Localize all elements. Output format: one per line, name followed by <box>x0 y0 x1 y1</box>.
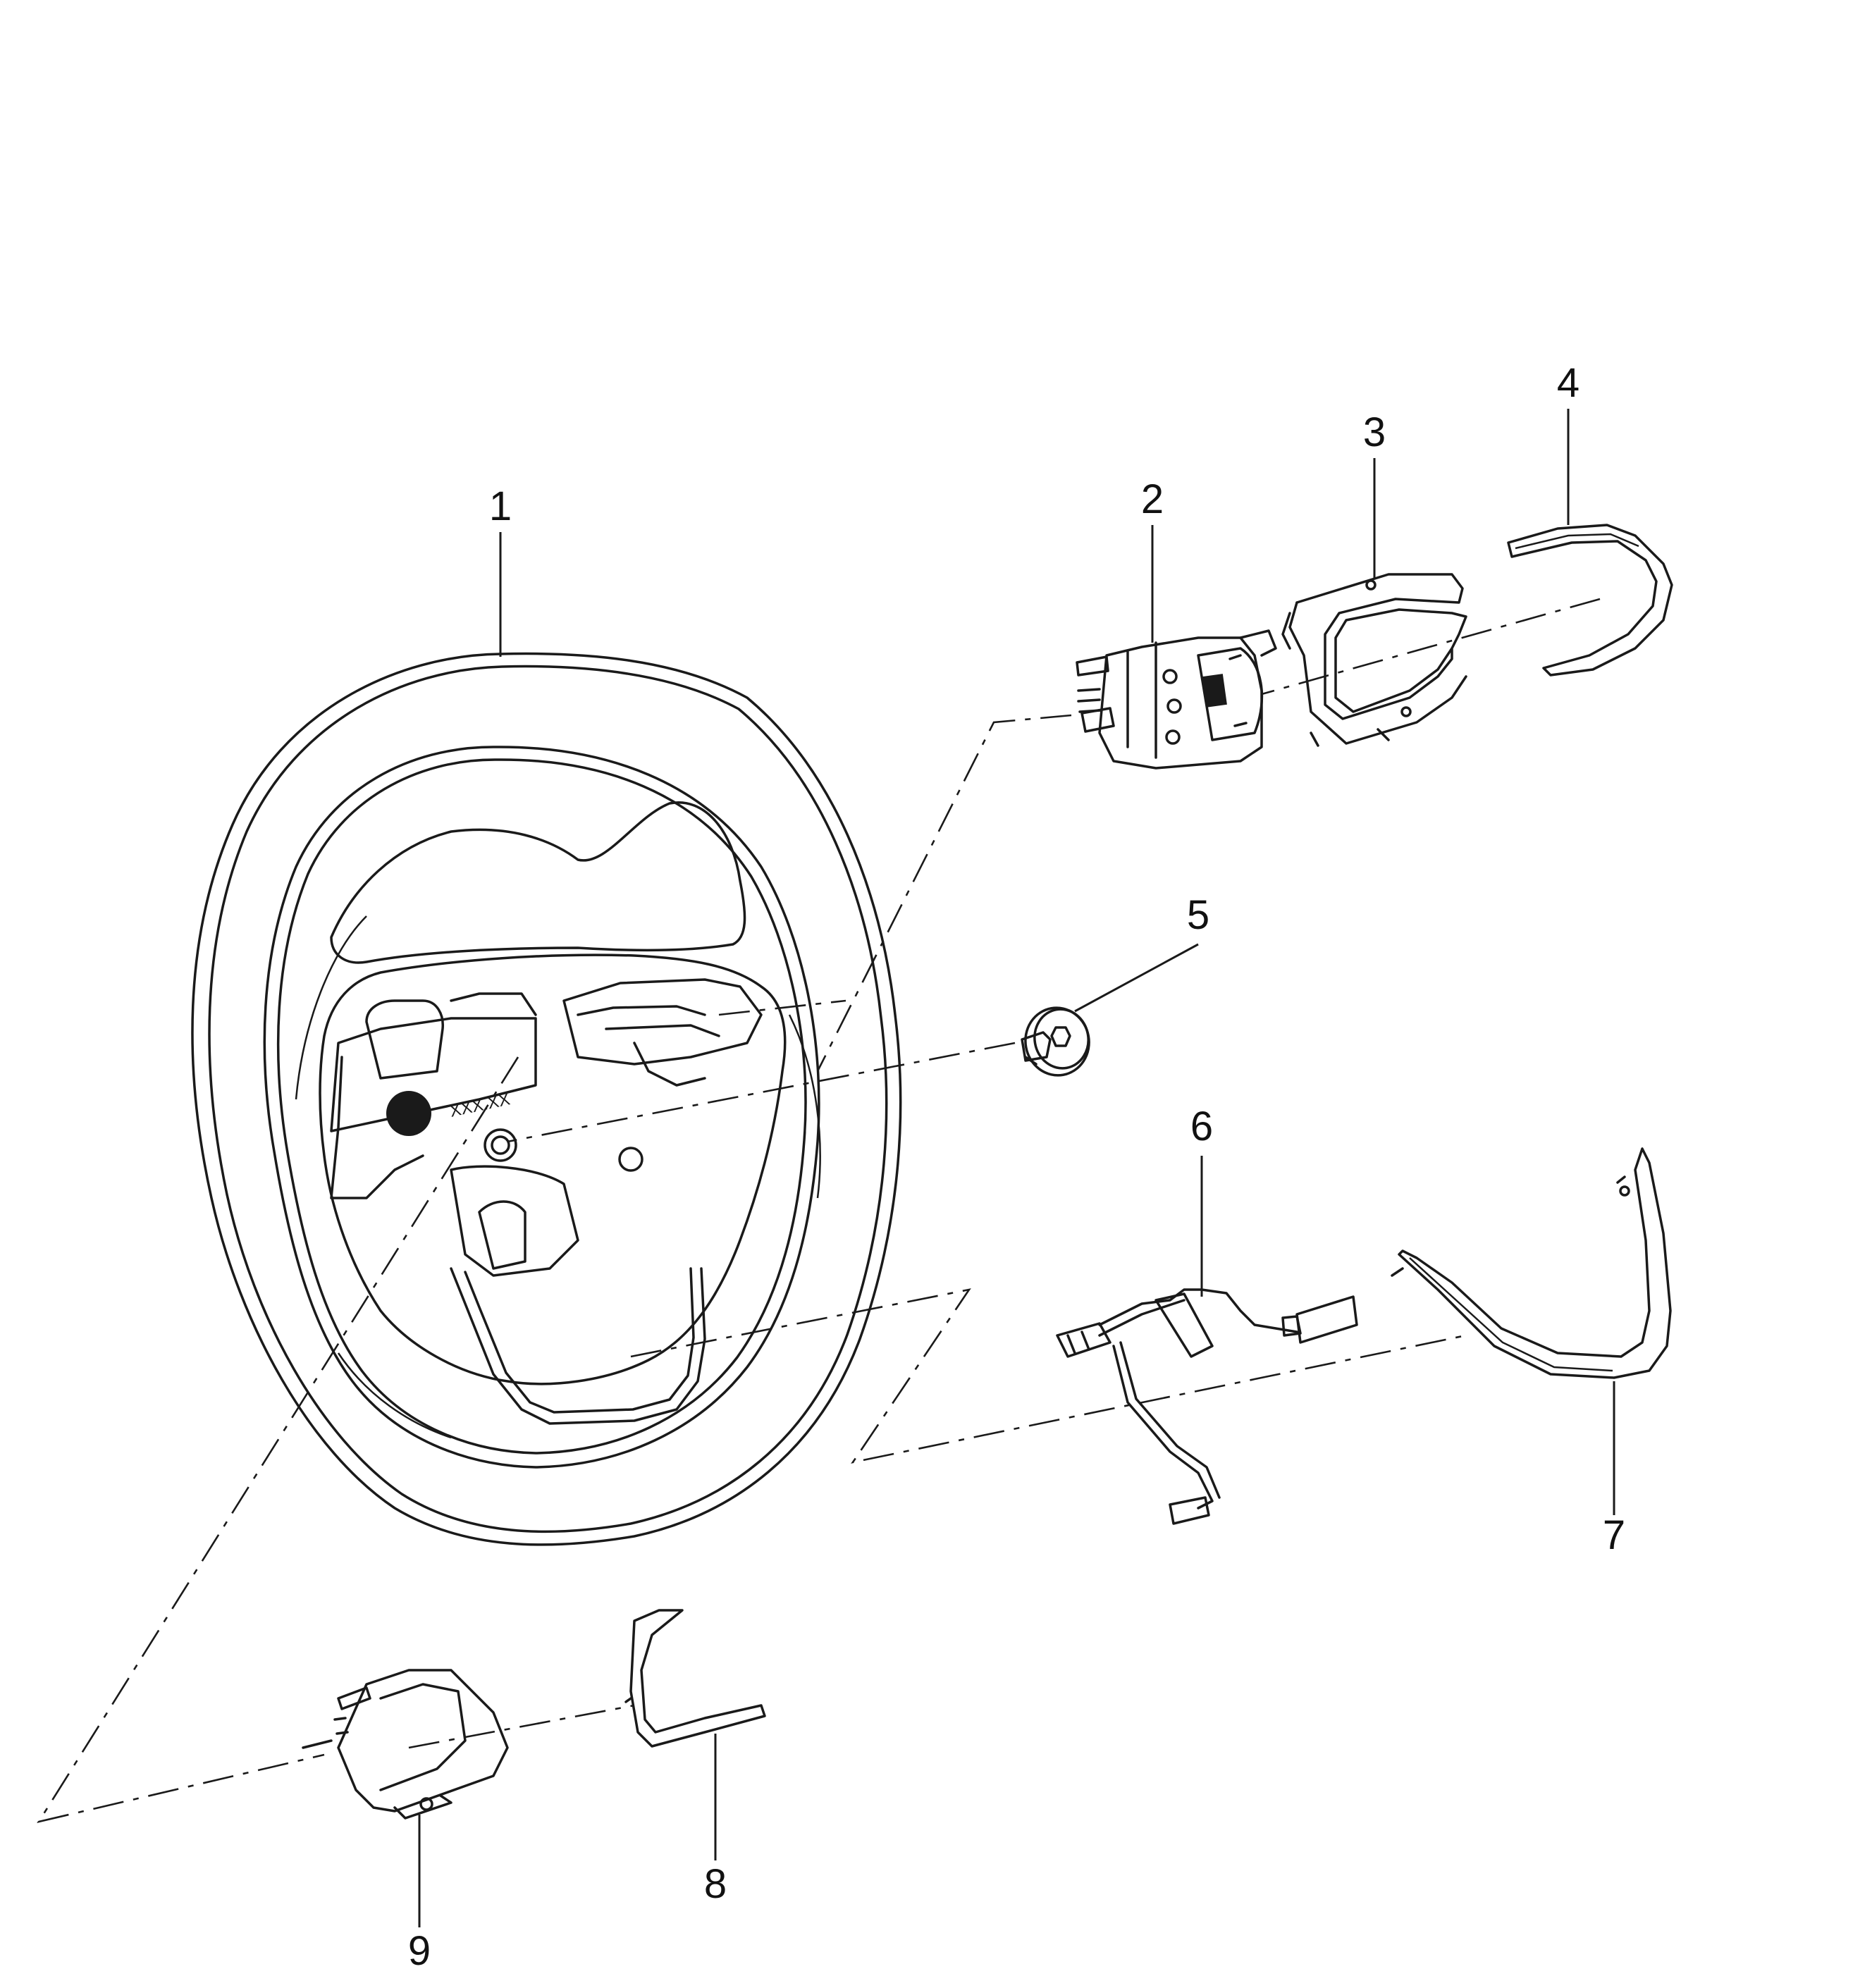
callout-leaders <box>418 409 1615 1927</box>
left-trim <box>624 1609 766 1748</box>
callout-4: 4 <box>1556 360 1580 406</box>
callout-8: 8 <box>703 1861 727 1907</box>
callout-7: 7 <box>1602 1512 1626 1558</box>
right-switch-bezel <box>1281 573 1467 747</box>
callout-9: 9 <box>407 1928 431 1974</box>
callout-2: 2 <box>1140 476 1164 522</box>
callout-1: 1 <box>488 483 512 529</box>
callout-6: 6 <box>1190 1104 1214 1149</box>
left-switch-assembly <box>302 1669 509 1820</box>
lower-trim-bezel <box>1391 1147 1672 1379</box>
callout-3: 3 <box>1362 409 1386 455</box>
callout-5: 5 <box>1186 892 1210 938</box>
wiring-harness <box>1056 1288 1358 1525</box>
assembly-lines <box>37 598 1601 1823</box>
steering-wheel: XXX.XX <box>191 652 902 1546</box>
right-trim <box>1507 524 1673 677</box>
right-switch-assembly <box>1076 629 1277 770</box>
screw <box>1021 1006 1090 1077</box>
